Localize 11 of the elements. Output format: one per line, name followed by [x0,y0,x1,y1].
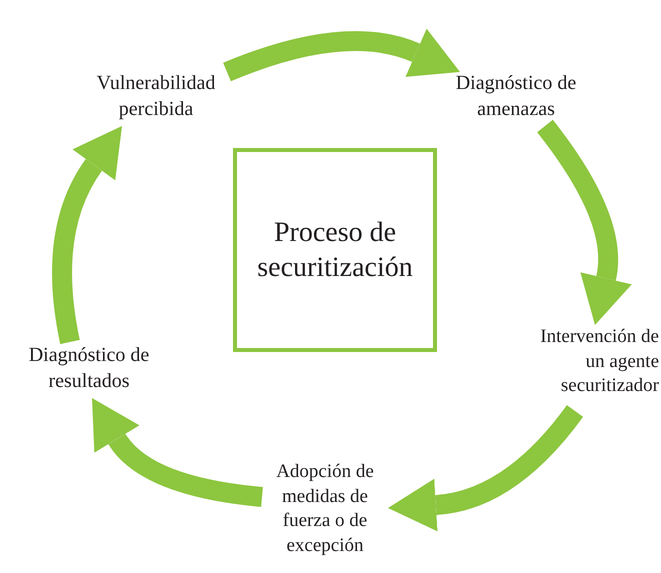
step-label: Adopción de medidas de fuerza o de excepción [262,460,388,572]
step-label: Diagnóstico de resultados [28,342,150,398]
curved-arrow [537,120,632,326]
curved-arrow [223,28,461,82]
step-label: Vulnerabilidad percibida [85,70,227,126]
step-label: Diagnóstico de amenazas [455,70,577,126]
curved-arrow [388,404,583,532]
curved-arrow [89,400,264,507]
curved-arrow [52,124,120,344]
step-label: Intervención de un agente securitizador [531,325,659,411]
process-box: Proceso de securitización [233,148,437,352]
